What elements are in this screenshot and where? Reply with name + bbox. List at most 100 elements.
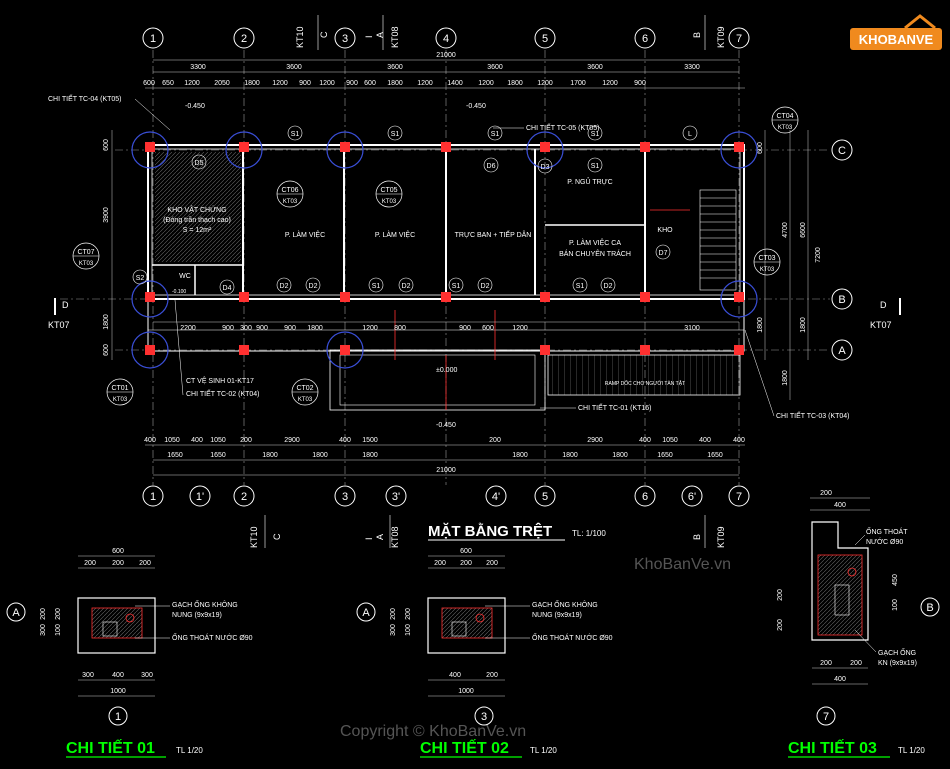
svg-text:200: 200 — [486, 672, 498, 679]
room-name: TRỰC BAN + TIẾP DÂN — [455, 229, 532, 239]
svg-text:6600: 6600 — [800, 222, 807, 238]
svg-text:600: 600 — [103, 139, 110, 151]
svg-text:7: 7 — [823, 711, 829, 723]
svg-text:100: 100 — [55, 624, 62, 636]
bottom-dimensions: 400 1050 400 1050 200 2900 400 1500 200 … — [144, 437, 745, 476]
grid-bubble: 6 — [634, 27, 656, 49]
window-tag: S1 — [387, 125, 403, 141]
svg-text:200: 200 — [55, 608, 62, 620]
svg-text:2900: 2900 — [587, 437, 603, 444]
svg-text:1800: 1800 — [387, 80, 403, 87]
svg-text:1700: 1700 — [570, 80, 586, 87]
svg-text:600: 600 — [143, 80, 155, 87]
svg-text:200: 200 — [777, 589, 784, 601]
grid-bubble: 6 — [634, 485, 656, 507]
svg-text:S1: S1 — [391, 131, 400, 138]
svg-text:650: 650 — [162, 80, 174, 87]
svg-text:S1: S1 — [591, 163, 600, 170]
grid-bubble: B — [920, 597, 940, 617]
detail-note: CHI TIẾT TC-01 (KT16) — [578, 402, 652, 412]
room-name: P. LÀM VIỆC — [285, 230, 325, 239]
grid-bubble: 3 — [334, 27, 356, 49]
svg-text:200: 200 — [850, 660, 862, 667]
svg-text:300: 300 — [240, 325, 252, 332]
svg-text:ỐNG THOÁT NƯỚC Ø90: ỐNG THOÁT NƯỚC Ø90 — [532, 632, 613, 642]
svg-text:S1: S1 — [372, 283, 381, 290]
door-tag: D2 — [600, 277, 616, 293]
svg-text:1200: 1200 — [478, 80, 494, 87]
svg-text:S2: S2 — [136, 275, 145, 282]
svg-text:CT03: CT03 — [758, 255, 775, 262]
copyright-text: Copyright © KhoBanVe.vn — [340, 723, 526, 740]
svg-text:D3: D3 — [541, 164, 550, 171]
svg-text:600: 600 — [364, 80, 376, 87]
detail-02: 600 200 200 200 200 300 200 100 400 200 … — [356, 548, 613, 758]
svg-text:1200: 1200 — [602, 80, 618, 87]
svg-text:S1: S1 — [452, 283, 461, 290]
room-name: RAMP DỐC CHO NGƯỜI TÀN TẬT — [605, 380, 685, 387]
svg-text:200: 200 — [139, 560, 151, 567]
svg-text:KT03: KT03 — [79, 261, 94, 267]
grid-bubble: 3' — [385, 485, 407, 507]
left-dimensions: 600 3900 1800 600 — [103, 130, 113, 360]
svg-text:1200: 1200 — [272, 80, 288, 87]
svg-text:C: C — [838, 145, 846, 157]
svg-text:1: 1 — [150, 33, 156, 45]
svg-text:S1: S1 — [491, 131, 500, 138]
svg-text:200: 200 — [434, 560, 446, 567]
grid-bubble: 1 — [142, 485, 164, 507]
detail-note: CHI TIẾT TC-03 (KT04) — [776, 410, 850, 420]
svg-text:1800: 1800 — [307, 325, 323, 332]
svg-text:1: 1 — [150, 491, 156, 503]
logo-badge — [850, 28, 942, 50]
svg-text:900: 900 — [256, 325, 268, 332]
door-tag: D6 — [483, 157, 499, 173]
grid-bubble: A — [356, 602, 376, 622]
grid-bubble: 1 — [108, 706, 128, 726]
svg-text:2900: 2900 — [284, 437, 300, 444]
svg-text:S1: S1 — [576, 283, 585, 290]
svg-text:1200: 1200 — [319, 80, 335, 87]
red-traces — [394, 209, 690, 410]
right-dimensions: 600 4700 6600 7200 1800 1800 1800 — [757, 130, 822, 400]
svg-text:3: 3 — [342, 33, 348, 45]
top-dimensions: 21000 3300 3600 3600 3600 3600 3300 600 … — [143, 52, 745, 89]
svg-text:6: 6 — [642, 491, 648, 503]
svg-text:1800: 1800 — [757, 317, 764, 333]
svg-text:KT10: KT10 — [249, 526, 259, 548]
room-note: (Đóng trần thạch cao) — [163, 215, 231, 224]
svg-text:400: 400 — [733, 437, 745, 444]
svg-text:1200: 1200 — [512, 325, 528, 332]
section-ref: KT09 — [716, 26, 726, 48]
svg-text:400: 400 — [834, 502, 846, 509]
svg-text:200: 200 — [486, 560, 498, 567]
svg-text:D2: D2 — [481, 283, 490, 290]
svg-text:900: 900 — [459, 325, 471, 332]
svg-text:L: L — [688, 131, 692, 138]
room-name: WC — [179, 273, 191, 280]
svg-text:ỐNG THOÁT NƯỚC Ø90: ỐNG THOÁT NƯỚC Ø90 — [172, 632, 253, 642]
svg-text:GẠCH ỐNG: GẠCH ỐNG — [878, 647, 916, 657]
side-section-markers: D KT07 D KT07 — [48, 298, 901, 330]
columns — [145, 142, 744, 355]
grid-bubble: C — [831, 139, 853, 161]
grid-bubble: 4' — [485, 485, 507, 507]
svg-text:400: 400 — [639, 437, 651, 444]
svg-text:600: 600 — [757, 142, 764, 154]
grid-bubble: 7 — [728, 27, 750, 49]
overall-dim: 21000 — [436, 467, 456, 474]
svg-text:450: 450 — [892, 574, 899, 586]
house-icon — [904, 14, 936, 30]
svg-text:1000: 1000 — [458, 688, 474, 695]
svg-text:900: 900 — [299, 80, 311, 87]
window-tag: S1 — [287, 125, 303, 141]
svg-text:CT04: CT04 — [776, 113, 793, 120]
grid-bubble: 1 — [142, 27, 164, 49]
svg-text:D2: D2 — [402, 283, 411, 290]
svg-text:1050: 1050 — [210, 437, 226, 444]
grid-bubble: 7 — [816, 706, 836, 726]
opening-tags: D5 D6 D4 D2 D2 S1 D2 S1 D2 S1 D2 S2 D7 D… — [132, 125, 698, 295]
